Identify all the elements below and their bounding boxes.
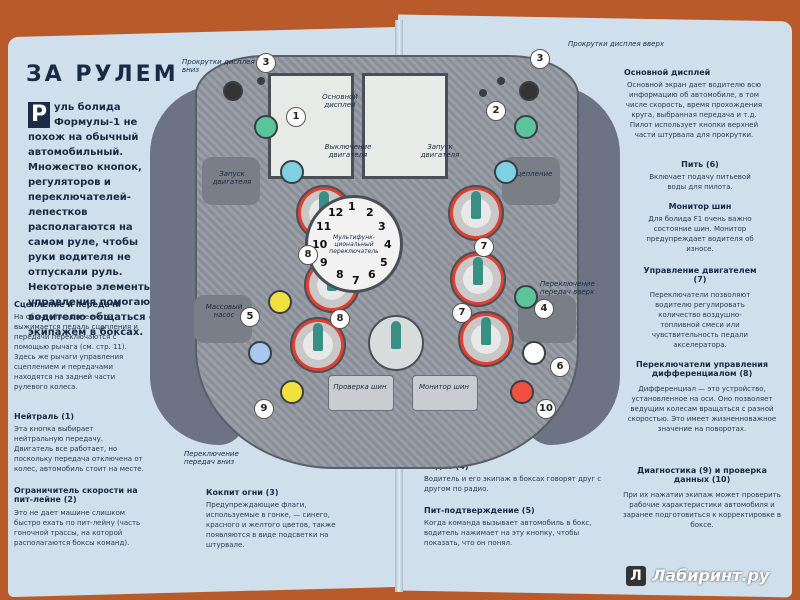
pit-confirm-button [268, 290, 292, 314]
knob-needle [313, 323, 323, 351]
dial-number: 10 [312, 238, 328, 251]
drop-cap: Р [28, 102, 50, 128]
scroll-down-button [223, 81, 243, 101]
data-check-button [510, 380, 534, 404]
diagnostics-button [280, 380, 304, 404]
button [494, 160, 518, 184]
knob-needle [473, 257, 483, 285]
number-badge-8: 8 [330, 309, 350, 329]
section-heading: Пит-подтверждение (5) [424, 506, 535, 515]
watermark-logo-icon: Л [626, 566, 646, 586]
differential-knob [290, 317, 346, 373]
section-heading: Пить (6) [681, 160, 719, 169]
number-badge-5: 5 [240, 307, 260, 327]
clutch-label: Сцепление [511, 170, 553, 178]
light-dot [257, 77, 265, 85]
engine-start-label: Запуск двигателя [420, 143, 460, 159]
steering-wheel-illustration: Основной дисплей Выключение двигателя За… [150, 45, 620, 469]
multifunction-dial: 1 2 3 4 5 6 7 8 9 10 11 12 Мультифунк-ци… [305, 195, 403, 293]
dial-number: 9 [320, 256, 328, 269]
section-heading: Нейтраль (1) [14, 412, 75, 421]
section-body: Переключатели позволяют водителю регулир… [649, 291, 751, 349]
dial-number: 3 [378, 220, 386, 233]
section-body: Для болида F1 очень важно состояние шин.… [646, 215, 754, 253]
number-badge-2: 2 [486, 101, 506, 121]
engine-control-knob [448, 185, 504, 241]
dial-number: 12 [328, 206, 344, 219]
section-heading: Управление двигателем (7) [643, 266, 757, 284]
section-heading: Кокпит огни (3) [206, 488, 279, 497]
engine-control-knob [450, 251, 506, 307]
tire-monitor-pad [412, 375, 478, 411]
section-body: Эта кнопка выбирает нейтральную передачу… [14, 425, 144, 473]
scroll-up-callout: Прокрутки дисплея вверх [568, 40, 665, 48]
brake-check-label: Проверка шин [333, 383, 387, 391]
button [280, 160, 304, 184]
section-body: На обычной машине ногой выжимается педал… [14, 313, 138, 391]
shift-up-callout: Переключение передач вверх [540, 280, 595, 296]
section-heading: Основной дисплей [624, 68, 711, 77]
number-badge-1: 1 [286, 107, 306, 127]
neutral-button [254, 115, 278, 139]
brake-check-pad [328, 375, 394, 411]
section-heading: Переключатели управления дифференциалом … [635, 360, 769, 378]
button [248, 341, 272, 365]
knob-needle [481, 317, 491, 345]
multifunction-label: Мультифунк-циональный переключатель [329, 234, 379, 255]
dial-number: 4 [384, 238, 392, 251]
drink-button [522, 341, 546, 365]
section-body: Основной экран дает водителю всю информа… [625, 81, 763, 139]
section-body: При их нажатии экипаж может проверить ра… [622, 491, 782, 529]
section-body: Предупреждающие флаги, используемые в го… [206, 501, 336, 549]
number-badge-7: 7 [474, 237, 494, 257]
page-title: ЗА РУЛЕМ [26, 62, 179, 87]
number-badge-3: 3 [530, 49, 550, 69]
knob-needle [471, 191, 481, 219]
center-knob [368, 315, 424, 371]
number-badge-4: 4 [534, 299, 554, 319]
number-badge-3: 3 [256, 53, 276, 73]
number-badge-7: 7 [452, 303, 472, 323]
intro-text-rest: Множество кнопок, регуляторов и переключ… [28, 162, 156, 338]
section-body: Включает подачу питьевой воды для пилота… [649, 173, 751, 191]
shift-down-callout: Переключение передач вниз [184, 450, 239, 466]
section-heading: Монитор шин [668, 202, 732, 211]
number-badge-10: 10 [536, 399, 556, 419]
dial-number: 7 [352, 274, 360, 287]
light-dot [479, 89, 487, 97]
dial-number: 11 [316, 220, 332, 233]
number-badge-8: 8 [298, 245, 318, 265]
main-display-label: Основной дисплей [322, 93, 358, 109]
pit-limiter-button [514, 115, 538, 139]
light-dot [497, 77, 505, 85]
tire-monitor-label: Монитор шин [418, 383, 469, 391]
engine-off-label: Выключение двигателя [324, 143, 372, 159]
section-body: Дифференциал — это устройство, установле… [627, 385, 777, 433]
scroll-up-button [519, 81, 539, 101]
main-display-left [268, 73, 354, 179]
main-display-right [362, 73, 448, 179]
intro-text-first: уль болида Формулы-1 не похож на обычный… [28, 102, 139, 158]
dial-number: 2 [366, 206, 374, 219]
watermark-text: Лабиринт.ру [652, 566, 770, 585]
dial-number: 1 [348, 200, 356, 213]
section-body: Когда команда вызывает автомобиль в бокс… [424, 519, 592, 547]
section-heading: Диагностика (9) и проверка данных (10) [637, 466, 767, 484]
number-badge-6: 6 [550, 357, 570, 377]
start-engine-label: Запуск двигателя [212, 170, 252, 186]
start-engine-paddle [202, 157, 260, 205]
number-badge-9: 9 [254, 399, 274, 419]
intro-paragraph: Р уль болида Формулы-1 не похож на обычн… [28, 100, 160, 340]
knob-needle [391, 321, 401, 349]
section-heading: Ограничитель скорости на пит-лейне (2) [14, 486, 138, 504]
dial-number: 5 [380, 256, 388, 269]
section-heading: Сцепление и передачи [14, 300, 121, 309]
mass-bias-label: Массовый насос [205, 303, 243, 319]
dial-number: 8 [336, 268, 344, 281]
dial-number: 6 [368, 268, 376, 281]
section-body: Водитель и его экипаж в боксах говорят д… [424, 475, 602, 493]
section-body: Это не дает машине слишком быстро ехать … [14, 509, 141, 547]
scroll-down-callout: Прокрутки дисплея вниз [182, 58, 255, 74]
